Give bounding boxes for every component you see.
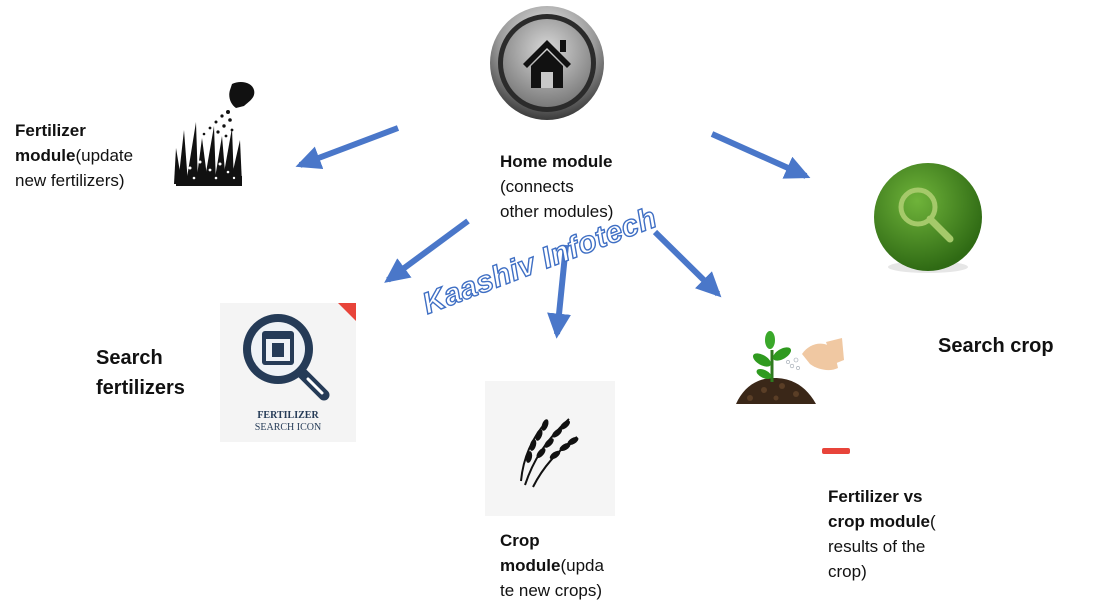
arrow-to-fertilizer xyxy=(295,125,400,170)
fertilizer-line2-bold: module xyxy=(15,146,76,165)
arrow-to-fertilizer-vs-crop xyxy=(652,229,722,298)
fertilizer-title: Fertilizer xyxy=(15,121,86,140)
crop-label: Crop module(upda te new crops) xyxy=(500,528,604,603)
fertilizer-search-caption-line1: FERTILIZER xyxy=(257,410,319,421)
arrow-to-search-fertilizers xyxy=(384,218,470,283)
fertilizer-line2-rest: (update xyxy=(75,146,134,165)
search-fertilizers-label: Search fertilizers xyxy=(96,343,185,403)
fertilizer-line2: module(update xyxy=(15,143,133,168)
fertilizer-spray-icon xyxy=(170,78,260,188)
fert-vs-crop-line2-rest: ( xyxy=(930,512,936,531)
fert-vs-crop-label: Fertilizer vs crop module( results of th… xyxy=(828,484,936,584)
arrow-to-crop xyxy=(547,244,571,339)
fertilizer-search-icon: FERTILIZER SEARCH ICON xyxy=(220,303,356,442)
fertilizer-search-caption: FERTILIZER SEARCH ICON xyxy=(220,410,356,434)
fertilizer-label: Fertilizer module(update new fertilizers… xyxy=(15,118,133,193)
fert-vs-crop-line2: crop module( xyxy=(828,509,936,534)
fert-vs-crop-line2-bold: crop module xyxy=(828,512,931,531)
wheat-icon xyxy=(485,381,615,516)
arrow-to-search-crop xyxy=(710,131,811,179)
home-node xyxy=(488,2,610,127)
crop-line2-bold: module xyxy=(500,556,561,575)
search-crop-icon xyxy=(868,163,988,278)
crop-line3: te new crops) xyxy=(500,581,603,600)
fertilizer-line3: new fertilizers) xyxy=(15,171,125,190)
fert-vs-crop-line3: results of the xyxy=(828,537,926,556)
fert-vs-crop-line4: crop) xyxy=(828,562,867,581)
search-fertilizers-line1: Search xyxy=(96,347,163,369)
fert-vs-crop-line1: Fertilizer vs xyxy=(828,487,923,506)
crop-line1: Crop xyxy=(500,531,540,550)
home-desc-line2: other modules) xyxy=(500,202,614,221)
search-crop-label: Search crop xyxy=(938,335,1054,357)
home-desc-line1: (connects xyxy=(500,177,574,196)
house-icon xyxy=(490,6,604,120)
crop-line2: module(upda xyxy=(500,553,604,578)
crop-line2-rest: (upda xyxy=(560,556,604,575)
home-label: Home module (connects other modules) xyxy=(500,149,613,224)
fertilizer-search-caption-line2: SEARCH ICON xyxy=(254,422,322,433)
home-title: Home module xyxy=(500,152,613,171)
plant-hand-icon xyxy=(730,320,855,455)
search-fertilizers-line2: fertilizers xyxy=(96,377,185,399)
